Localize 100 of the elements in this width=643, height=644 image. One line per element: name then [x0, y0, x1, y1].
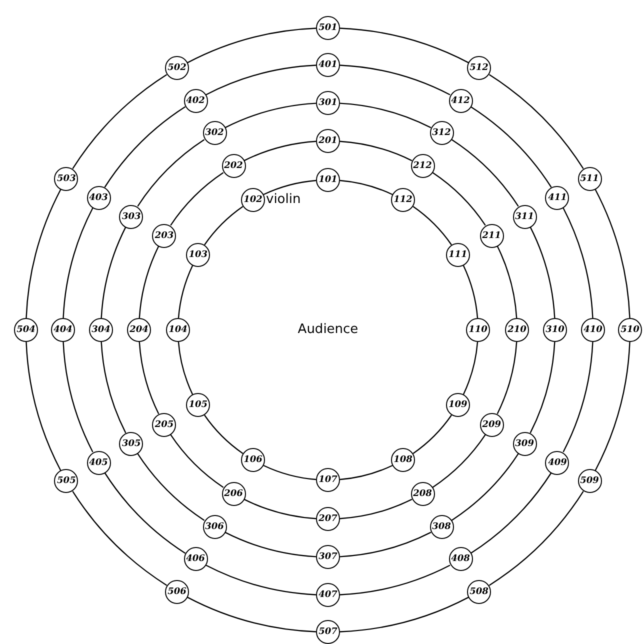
ring-arc: [470, 106, 552, 188]
seat-number: 209: [480, 412, 504, 436]
ring-arc: [340, 102, 432, 128]
ring-arc: [206, 564, 316, 596]
ring-arc: [462, 265, 478, 318]
ring-arc: [263, 464, 316, 480]
seat-number: 509: [578, 469, 602, 493]
ring-arc: [488, 74, 584, 170]
seat-number: 212: [410, 154, 434, 178]
ring-arc: [412, 206, 452, 246]
seat-number: 409: [545, 450, 570, 474]
ring-arc: [62, 208, 94, 318]
seat-number: 105: [186, 393, 210, 417]
seat-number: 103: [186, 243, 210, 267]
ring-arc: [26, 189, 62, 318]
ring-arc: [432, 172, 486, 226]
seat-number: 406: [184, 547, 208, 572]
ring-arc: [530, 226, 556, 318]
seat-number: 408: [448, 547, 472, 572]
ring-arc: [594, 342, 630, 471]
seat-number: 508: [467, 580, 491, 604]
seat-number: 511: [578, 167, 602, 191]
seat-number: 303: [119, 204, 144, 228]
ring-arc: [224, 102, 316, 128]
ring-arc: [206, 64, 316, 96]
ring-arc: [451, 453, 519, 521]
ring-arc: [451, 139, 519, 207]
ring-arc: [263, 180, 316, 196]
ring-arc: [104, 106, 186, 188]
seat-number: 205: [152, 412, 176, 436]
seat-number: 110: [466, 318, 490, 342]
seat-number: 402: [184, 88, 208, 112]
seat-number: 506: [165, 580, 189, 604]
ring-arc: [562, 342, 594, 452]
seat-number: 404: [51, 318, 75, 342]
seat-number: 501: [316, 16, 340, 40]
seat-number: 107: [316, 468, 340, 492]
seat-number: 101: [316, 168, 340, 192]
seat-number: 202: [222, 154, 246, 178]
seat-number: 401: [316, 53, 340, 77]
ring-arc: [72, 74, 168, 170]
ring-arc: [470, 472, 552, 554]
seat-number: 512: [467, 56, 491, 80]
ring-arc: [340, 532, 432, 558]
ring-arc: [340, 596, 469, 632]
ring-arc: [204, 206, 244, 246]
ring-arc: [62, 342, 94, 452]
ring-arc: [488, 490, 584, 586]
ring-arc: [496, 246, 518, 318]
seat-number: 510: [618, 318, 642, 342]
ring-arc: [138, 342, 160, 414]
ring-arc: [187, 596, 316, 632]
seat-number: 206: [222, 482, 246, 506]
ring-arc: [104, 472, 186, 554]
seat-number: 207: [316, 507, 340, 531]
seat-number: 312: [430, 121, 454, 146]
ring-arc: [432, 434, 486, 488]
seat-number: 106: [241, 448, 265, 472]
seat-number: 109: [446, 393, 470, 417]
ring-arc: [340, 64, 450, 96]
ring-arc: [594, 189, 630, 318]
ring-arc: [100, 342, 126, 434]
seat-number: 203: [152, 224, 176, 248]
seat-number: 405: [86, 450, 110, 474]
ring-arc: [178, 265, 194, 318]
seat-number: 403: [86, 186, 110, 210]
seat-number: 108: [391, 448, 415, 472]
seat-number: 308: [430, 514, 454, 539]
seat-number: 410: [581, 318, 605, 342]
ring-arc: [530, 342, 556, 434]
seat-number: 104: [166, 318, 190, 342]
ring-arc: [340, 140, 412, 162]
seat-number: 211: [480, 224, 504, 248]
seat-number: 302: [202, 121, 226, 146]
ring-arc: [340, 564, 450, 596]
seat-number: 411: [545, 186, 570, 210]
ring-arc: [178, 342, 194, 395]
instrument-label: violin: [266, 192, 301, 208]
seat-number: 309: [512, 432, 537, 456]
ring-arc: [187, 28, 316, 64]
seat-number: 503: [54, 167, 78, 191]
seat-number: 305: [119, 432, 144, 456]
seat-number: 304: [89, 318, 113, 342]
ring-arc: [26, 342, 62, 471]
seat-number: 102: [241, 188, 265, 212]
ring-arc: [244, 498, 316, 520]
ring-arc: [244, 140, 316, 162]
ring-arc: [224, 532, 316, 558]
ring-arc: [138, 246, 160, 318]
ring-arc: [340, 464, 393, 480]
seat-number: 502: [165, 56, 189, 80]
seat-number: 407: [316, 583, 340, 607]
seat-number: 505: [54, 469, 78, 493]
ring-arc: [100, 226, 126, 318]
ring-arc: [137, 139, 205, 207]
ring-arc: [204, 414, 244, 454]
ring-arc: [170, 434, 224, 488]
seat-number: 310: [543, 318, 567, 342]
ring-arc: [496, 342, 518, 414]
seat-number: 507: [316, 620, 340, 644]
